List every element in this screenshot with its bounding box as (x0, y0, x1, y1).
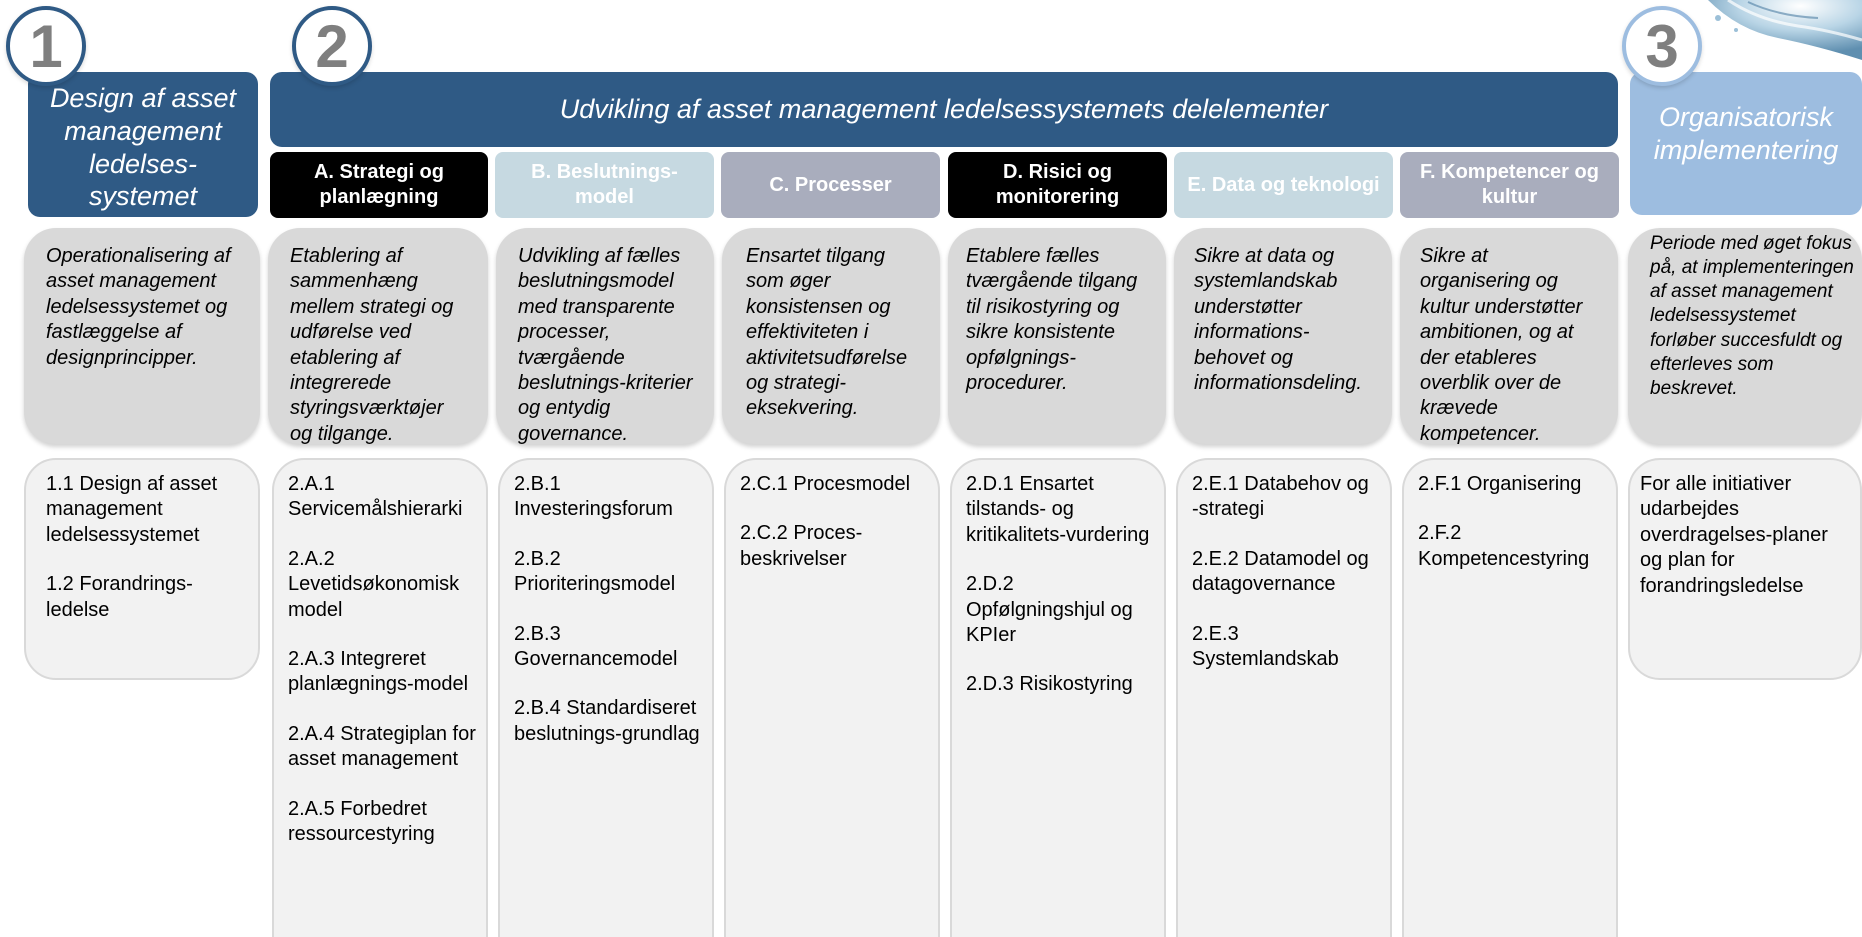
phase-3-number: 3 (1645, 12, 1679, 80)
column-header-d-label: D. Risici og monitorering (995, 161, 1120, 208)
column-c-description: Ensartet tilgang som øger konsistensen o… (722, 228, 940, 444)
list-item: 2.B.2 Prioriteringsmodel (514, 547, 676, 596)
column-b-initiatives: 2.B.1 Investeringsforum 2.B.2 Prioriteri… (498, 458, 714, 937)
phase-2-header: Udvikling af asset management ledelsessy… (270, 72, 1618, 147)
phase-2-number-badge: 2 (292, 6, 372, 86)
list-item: 1.1 Design af asset management ledelsess… (46, 473, 218, 546)
column-b-description-text: Udvikling af fælles beslutningsmodel med… (518, 245, 693, 445)
list-item: 2.D.2 Opfølgningshjul og KPIer (966, 573, 1133, 646)
column-header-a-label: A. Strategi og planlægning (313, 161, 444, 208)
column-f-initiatives: 2.F.1 Organisering 2.F.2 Kompetencestyri… (1402, 458, 1618, 937)
column-c-description-text: Ensartet tilgang som øger konsistensen o… (746, 245, 908, 420)
column-header-a: A. Strategi og planlægning (270, 152, 488, 218)
list-item: 2.D.3 Risikostyring (966, 673, 1133, 696)
column-header-c-label: C. Processer (769, 173, 892, 196)
phase-3-header: Organisatorisk implementering (1630, 72, 1862, 215)
list-item: 2.A.2 Levetidsøkonomisk model (288, 547, 460, 621)
column-f-description: Sikre at organisering og kultur understø… (1400, 228, 1618, 445)
column-b-description: Udvikling af fælles beslutningsmodel med… (496, 228, 714, 445)
list-item: 2.B.3 Governancemodel (514, 622, 678, 670)
list-item: 2.D.1 Ensartet tilstands- og kritikalite… (966, 473, 1150, 546)
column-e-initiatives: 2.E.1 Databehov og -strategi 2.E.2 Datam… (1176, 458, 1392, 937)
column-header-b: B. Beslutnings-model (495, 152, 714, 218)
phase-1-number-badge: 1 (6, 6, 86, 86)
list-item: 2.A.5 Forbedret ressourcestyring (288, 797, 435, 845)
column-d-initiatives: 2.D.1 Ensartet tilstands- og kritikalite… (950, 458, 1166, 937)
column-header-e-label: E. Data og teknologi (1187, 173, 1380, 196)
column-a-initiatives: 2.A.1 Servicemålshierarki 2.A.2 Levetids… (272, 458, 488, 937)
phase-1-description-text: Operationalisering af asset management l… (46, 245, 231, 369)
list-item: 2.E.2 Datamodel og datagovernance (1192, 547, 1369, 596)
list-item: 1.2 Forandrings-ledelse (46, 573, 193, 621)
column-c-initiatives: 2.C.1 Procesmodel 2.C.2 Proces-beskrivel… (724, 458, 940, 937)
phase-2-number: 2 (315, 12, 349, 80)
list-item: 2.E.3 Systemlandskab (1192, 622, 1339, 670)
phase-3-description-text: Periode med øget fokus på, at implemente… (1650, 233, 1854, 399)
phase-3-description: Periode med øget fokus på, at implemente… (1628, 228, 1862, 444)
list-item: 2.E.1 Databehov og -strategi (1192, 473, 1369, 521)
list-item: 2.B.4 Standardiseret beslutnings-grundla… (514, 697, 700, 745)
column-a-description-text: Etablering af sammenhæng mellem strategi… (290, 245, 454, 445)
column-a-description: Etablering af sammenhæng mellem strategi… (268, 228, 488, 445)
list-item: 2.A.4 Strategiplan for asset management (288, 722, 476, 771)
column-e-description-text: Sikre at data og systemlandskab understø… (1194, 245, 1362, 394)
list-item: 2.A.3 Integreret planlægnings-model (288, 647, 469, 696)
column-header-c: C. Processer (721, 152, 940, 218)
phase-3-initiatives: For alle initiativer udarbejdes overdrag… (1628, 458, 1862, 680)
phase-1-number: 1 (29, 12, 63, 80)
column-f-description-text: Sikre at organisering og kultur understø… (1420, 245, 1583, 445)
column-d-description-text: Etablere fælles tværgående tilgang til r… (966, 245, 1138, 394)
phase-1-initiatives: 1.1 Design af asset management ledelsess… (24, 458, 260, 680)
column-d-description: Etablere fælles tværgående tilgang til r… (948, 228, 1166, 444)
phase-3-number-badge: 3 (1622, 6, 1702, 86)
column-header-f-label: F. Kompetencer og kultur (1420, 161, 1599, 208)
column-e-description: Sikre at data og systemlandskab understø… (1174, 228, 1392, 444)
list-item: 2.B.1 Investeringsforum (514, 473, 673, 521)
list-item: 2.F.2 Kompetencestyring (1418, 522, 1590, 570)
list-item: 2.C.1 Procesmodel (740, 473, 911, 495)
column-header-d: D. Risici og monitorering (948, 152, 1167, 218)
list-item: For alle initiativer udarbejdes overdrag… (1640, 473, 1828, 597)
phase-1-title: Design af asset management ledelses-syst… (49, 82, 237, 212)
list-item: 2.C.2 Proces-beskrivelser (740, 522, 863, 570)
phase-1-header: Design af asset management ledelses-syst… (28, 72, 258, 217)
phase-3-title: Organisatorisk implementering (1653, 101, 1839, 165)
phase-1-description: Operationalisering af asset management l… (24, 228, 260, 444)
column-header-f: F. Kompetencer og kultur (1400, 152, 1619, 218)
column-header-e: E. Data og teknologi (1174, 152, 1393, 218)
phase-2-title: Udvikling af asset management ledelsessy… (559, 94, 1329, 125)
list-item: 2.F.1 Organisering (1418, 473, 1582, 495)
column-header-b-label: B. Beslutnings-model (531, 161, 678, 208)
list-item: 2.A.1 Servicemålshierarki (288, 473, 463, 521)
water-splash-image (1708, 0, 1862, 60)
